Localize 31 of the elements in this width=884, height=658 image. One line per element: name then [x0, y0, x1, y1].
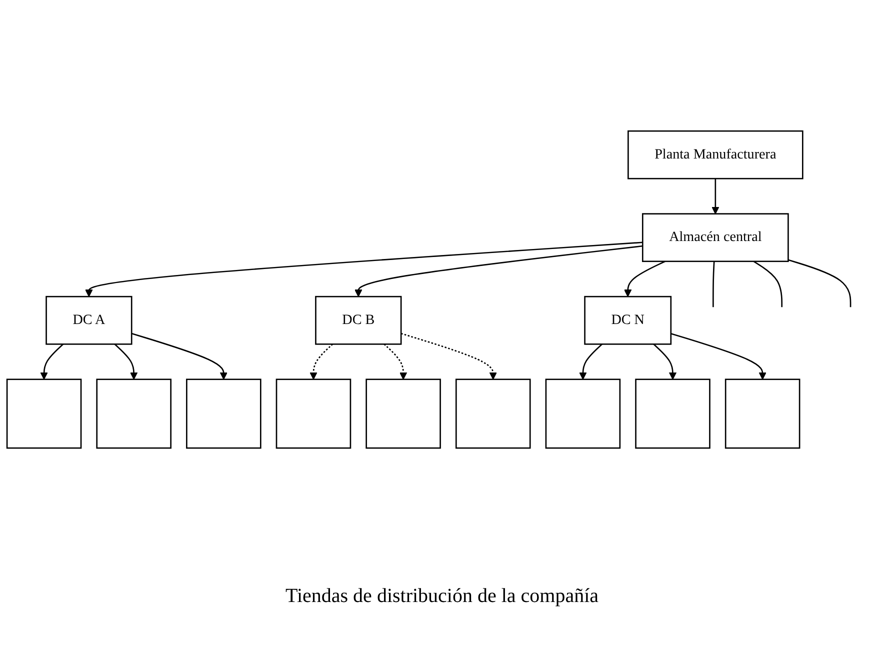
arrow — [670, 333, 766, 380]
node-box — [635, 379, 710, 450]
arrow — [354, 246, 643, 298]
node-box — [545, 379, 621, 450]
arrow — [131, 333, 228, 380]
node-box: DC N — [584, 296, 672, 346]
node-box — [724, 379, 800, 450]
node-box: DC A — [46, 296, 132, 346]
arrow — [384, 344, 408, 380]
arrow — [310, 344, 334, 380]
node-box — [6, 379, 82, 450]
arrow — [40, 344, 64, 380]
node-box: Almacén central — [642, 214, 789, 262]
arrow — [624, 261, 666, 298]
arrow — [85, 242, 643, 298]
node-box: DC B — [315, 296, 402, 346]
arrow — [579, 344, 602, 380]
caption-text: Tiendas de distribución de la compañía — [284, 585, 600, 608]
connector — [753, 261, 782, 308]
node-box — [276, 379, 352, 450]
arrow — [712, 179, 720, 215]
node-box — [366, 379, 441, 450]
connector — [788, 260, 852, 308]
arrow — [400, 333, 497, 380]
node-box — [186, 379, 262, 450]
node-box — [455, 379, 531, 450]
node-box — [96, 379, 172, 450]
connector — [712, 262, 715, 308]
arrow — [653, 344, 677, 380]
arrow — [114, 344, 138, 380]
node-box: Planta Manufacturera — [628, 130, 804, 180]
